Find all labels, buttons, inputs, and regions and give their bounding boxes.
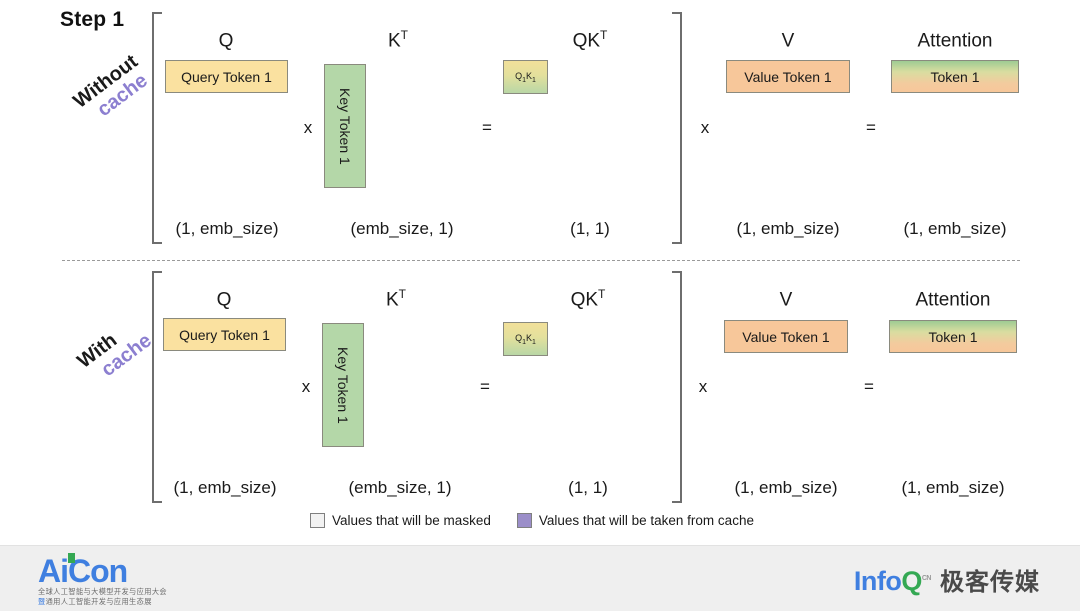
column-header-q-text: Q (218, 30, 234, 52)
column-header-qkt-text: QK (572, 30, 601, 52)
matrix-bracket-left (152, 12, 162, 244)
infoq-wordmark-info: Info (853, 566, 902, 596)
cell-query-token: Query Token 1 (165, 60, 288, 93)
cell-value-token: Value Token 1 (724, 320, 848, 353)
column-header-kt-text: K (385, 289, 399, 311)
dim-q: (1, emb_size) (175, 219, 279, 238)
row-divider (62, 260, 1020, 261)
column-header-q-text: Q (216, 289, 232, 311)
legend-swatch-masked-icon (310, 513, 325, 528)
footer-bar: AiCon 全球人工智能与大模型开发与应用大会 暨通用人工智能开发与应用生态展 … (0, 545, 1080, 611)
matrix-bracket-right (672, 12, 682, 244)
operator-equals-attention: = (866, 118, 876, 137)
cell-qk-product: Q1K1 (503, 60, 548, 94)
column-header-kt-sup: T (398, 287, 407, 301)
dim-qkt: (1, 1) (570, 219, 610, 238)
cell-qk-product-label: Q1K1 (515, 70, 536, 84)
cell-attention-token: Token 1 (889, 320, 1017, 353)
matrix-bracket-right (672, 271, 682, 503)
page-title: Step 1 (60, 8, 125, 31)
operator-equals-qk: = (482, 118, 492, 137)
cell-key-token: Key Token 1 (322, 323, 364, 447)
column-header-v-text: V (779, 289, 793, 311)
dim-attention: (1, emb_size) (903, 219, 1007, 238)
infoq-wordmark: InfoQCN (853, 566, 932, 596)
operator-multiply-v: x (698, 377, 708, 396)
dim-v: (1, emb_size) (734, 478, 838, 497)
aicon-green-dot-icon (68, 553, 75, 563)
operator-multiply-qk: x (301, 377, 311, 396)
row-label-without-cache: Without cache (69, 51, 155, 129)
cell-qk-product-label: Q1K1 (515, 332, 536, 346)
aicon-logo: AiCon 全球人工智能与大模型开发与应用大会 暨通用人工智能开发与应用生态展 (38, 553, 167, 607)
cell-query-token: Query Token 1 (163, 318, 286, 351)
column-header-attention: Attention (890, 28, 1020, 52)
dim-v: (1, emb_size) (736, 219, 840, 238)
column-header-qkt-text: QK (570, 289, 599, 311)
column-header-qkt: QKT (538, 287, 638, 311)
infoq-wordmark-q: Q (901, 566, 922, 596)
operator-equals-qk: = (480, 377, 490, 396)
column-header-q: Q (174, 287, 274, 311)
dim-attention: (1, emb_size) (901, 478, 1005, 497)
dim-qkt: (1, 1) (568, 478, 608, 497)
dim-kt: (emb_size, 1) (350, 219, 454, 238)
column-header-v-text: V (781, 30, 795, 52)
aicon-subtitle-line1: 全球人工智能与大模型开发与应用大会 (38, 587, 167, 596)
operator-equals-attention: = (864, 377, 874, 396)
column-header-q: Q (176, 28, 276, 52)
row-label-with-cache: With cache (73, 313, 155, 389)
dim-q: (1, emb_size) (173, 478, 277, 497)
column-header-kt-text: K (387, 30, 401, 52)
aicon-subtitle-line2: 暨通用人工智能开发与应用生态展 (38, 597, 167, 607)
legend-item-cache: Values that will be taken from cache (516, 513, 754, 528)
column-header-kt: KT (352, 28, 444, 52)
legend-label-cache: Values that will be taken from cache (538, 513, 754, 528)
column-header-v: V (736, 287, 836, 311)
cell-qk-product: Q1K1 (503, 322, 548, 356)
operator-multiply-qk: x (303, 118, 313, 137)
cell-attention-token: Token 1 (891, 60, 1019, 93)
aicon-wordmark: AiCon (38, 553, 128, 589)
column-header-kt-sup: T (400, 28, 409, 42)
column-header-kt: KT (350, 287, 442, 311)
aicon-subtitle-line2-text: 通用人工智能开发与应用生态展 (45, 596, 152, 606)
column-header-qkt-sup: T (600, 28, 608, 42)
cell-key-token: Key Token 1 (324, 64, 366, 188)
column-header-v: V (738, 28, 838, 52)
column-header-qkt-sup: T (598, 287, 606, 301)
aicon-subtitle-mark: 暨 (38, 596, 46, 606)
legend-label-masked: Values that will be masked (332, 513, 491, 528)
matrix-bracket-left (152, 271, 162, 503)
cell-value-token: Value Token 1 (726, 60, 850, 93)
operator-multiply-v: x (700, 118, 710, 137)
infoq-chinese-name: 极客传媒 (940, 569, 1040, 596)
infoq-logo: InfoQCN 极客传媒 (854, 562, 1040, 597)
cell-key-token-label: Key Token 1 (337, 87, 353, 165)
column-header-attention-text: Attention (915, 289, 991, 311)
column-header-qkt: QKT (540, 28, 640, 52)
infoq-trademark: CN (921, 575, 932, 582)
cell-key-token-label: Key Token 1 (335, 346, 351, 424)
dim-kt: (emb_size, 1) (348, 478, 452, 497)
legend: Values that will be masked Values that w… (310, 513, 754, 528)
column-header-attention: Attention (888, 287, 1018, 311)
aicon-wordmark-text: AiCon (38, 553, 128, 589)
legend-swatch-cache-icon (516, 513, 532, 528)
legend-item-masked: Values that will be masked (310, 513, 491, 528)
column-header-attention-text: Attention (917, 30, 993, 52)
